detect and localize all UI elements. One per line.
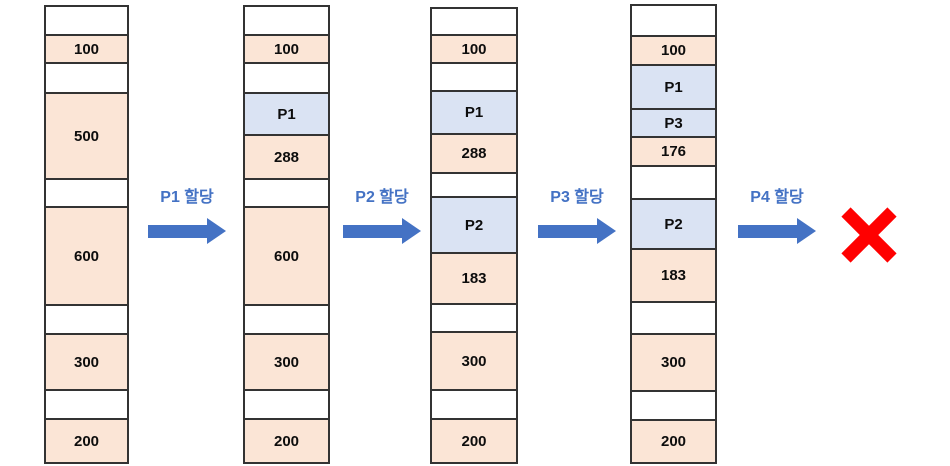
memory-block-200: 200 [243,418,330,464]
block-label: 176 [660,143,687,160]
memory-block-183: 183 [630,248,717,303]
block-label: 600 [73,247,100,265]
p4-allocation-arrow-group: P4 할당 [737,188,817,245]
arrow-body [538,225,598,238]
memory-block-empty [44,304,129,335]
block-label: 600 [273,247,300,265]
memory-state-initial: 100 500 600 300 200 [44,5,129,464]
memory-block-empty [243,5,330,36]
block-label: 200 [273,432,300,450]
memory-block-empty [243,178,330,208]
memory-block-empty [430,172,518,198]
memory-block-empty [630,390,717,421]
allocation-fail-x-icon [841,207,897,263]
memory-block-empty [44,5,129,36]
block-label: 100 [73,40,100,58]
memory-block-empty [44,178,129,208]
memory-block-300: 300 [430,331,518,391]
memory-block-empty [430,389,518,420]
block-label: 200 [660,433,687,450]
arrow-head [597,218,616,244]
memory-block-empty [44,62,129,94]
block-label: 183 [660,267,687,284]
memory-block-200: 200 [44,418,129,464]
block-label: P2 [464,216,484,234]
arrow-body [343,225,403,238]
arrow-label: P1 할당 [160,189,214,206]
memory-block-empty [430,62,518,92]
arrow-head [207,218,226,244]
memory-block-p1: P1 [243,92,330,136]
right-arrow-icon [738,218,816,245]
block-label: 183 [461,270,487,287]
right-arrow-icon [343,218,421,245]
p1-allocation-arrow-group: P1 할당 [147,188,227,245]
memory-block-288: 288 [430,133,518,174]
block-label: 100 [273,40,300,58]
memory-block-600: 600 [44,206,129,306]
block-label: 200 [73,432,100,450]
memory-block-empty [430,303,518,333]
memory-block-100: 100 [243,34,330,64]
memory-block-empty [630,4,717,37]
arrow-head [402,218,421,244]
p3-allocation-arrow-group: P3 할당 [537,188,617,245]
memory-block-p2: P2 [630,198,717,250]
block-label: 288 [461,145,487,162]
memory-block-100: 100 [44,34,129,64]
p2-allocation-arrow-group: P2 할당 [342,188,422,245]
memory-block-empty [44,389,129,420]
memory-block-empty [630,301,717,335]
memory-block-176: 176 [630,136,717,167]
block-label: P2 [664,215,683,233]
arrow-body [148,225,208,238]
block-label: P1 [664,78,683,96]
memory-block-p2: P2 [430,196,518,254]
block-label: 288 [273,148,300,166]
block-label: 100 [461,40,487,58]
block-label: 300 [660,354,687,371]
memory-block-300: 300 [630,333,717,392]
memory-block-empty [630,165,717,200]
block-label: 300 [73,353,100,371]
block-label: P1 [464,104,484,121]
arrow-body [738,225,798,238]
arrow-label: P4 할당 [750,189,804,206]
memory-block-200: 200 [430,418,518,464]
memory-block-empty [430,7,518,36]
memory-block-empty [243,304,330,335]
memory-block-100: 100 [430,34,518,64]
right-arrow-icon [148,218,226,245]
memory-block-288: 288 [243,134,330,180]
block-label: 300 [273,353,300,371]
block-label: 100 [660,42,687,59]
arrow-head [797,218,816,244]
memory-block-600: 600 [243,206,330,306]
block-label: P3 [664,114,683,132]
memory-block-100: 100 [630,35,717,66]
memory-block-empty [243,62,330,94]
block-label: P1 [277,105,296,123]
memory-block-empty [243,389,330,420]
block-label: 300 [461,352,487,370]
memory-block-500: 500 [44,92,129,180]
memory-block-p1: P1 [630,64,717,110]
memory-block-p3: P3 [630,108,717,138]
memory-block-183: 183 [430,252,518,305]
right-arrow-icon [538,218,616,245]
block-label: 500 [73,127,100,145]
arrow-label: P3 할당 [550,189,604,206]
memory-block-300: 300 [243,333,330,391]
memory-block-p1: P1 [430,90,518,135]
memory-block-200: 200 [630,419,717,464]
arrow-label: P2 할당 [355,189,409,206]
block-label: 200 [461,432,487,450]
memory-block-300: 300 [44,333,129,391]
